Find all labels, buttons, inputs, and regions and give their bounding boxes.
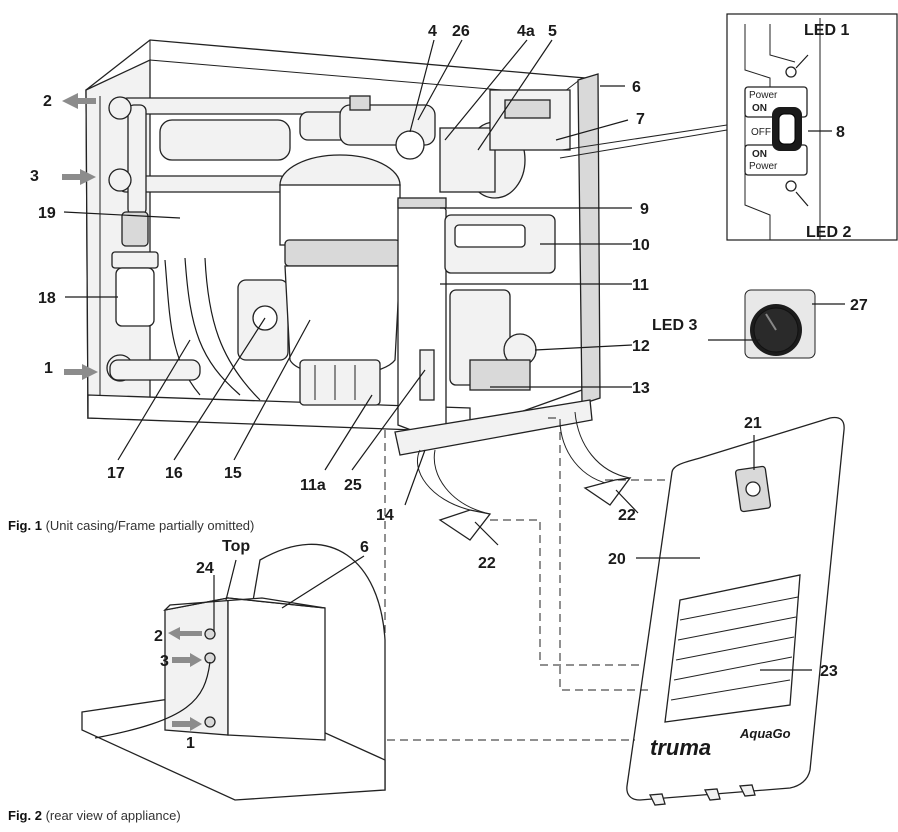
- dashed-guide-lines: [384, 417, 665, 741]
- fig2-caption-text: (rear view of appliance): [42, 808, 181, 823]
- label-6-fig2: 6: [360, 539, 369, 556]
- label-2: 2: [43, 93, 52, 110]
- front-cover-branding: truma AquaGo: [650, 726, 791, 760]
- label-12: 12: [632, 338, 650, 355]
- label-15: 15: [224, 465, 242, 482]
- rear-view-appliance: [81, 543, 386, 801]
- label-24: 24: [196, 560, 214, 577]
- off-label: OFF: [751, 127, 771, 138]
- label-17: 17: [107, 465, 125, 482]
- label-22-left: 22: [478, 555, 496, 572]
- captions: Fig. 1 (Unit casing/Frame partially omit…: [8, 518, 254, 823]
- appliance-exploded-view: [85, 39, 632, 541]
- label-led1: LED 1: [804, 22, 849, 39]
- label-5: 5: [548, 23, 557, 40]
- connection-arrows-fig2: [168, 627, 202, 731]
- fig2-caption-label: Fig. 2: [8, 808, 42, 823]
- label-11: 11: [632, 277, 649, 294]
- label-4a: 4a: [517, 23, 535, 40]
- label-8: 8: [836, 124, 845, 141]
- truma-logo: truma: [650, 735, 711, 760]
- label-10: 10: [632, 237, 650, 254]
- label-led3: LED 3: [652, 317, 697, 334]
- part-labels: 2 3 19 18 1 17 16 15 11a 25 14 4 26 4a 5…: [30, 22, 868, 752]
- on-label-top: ON: [752, 103, 767, 114]
- fig1-caption-text: (Unit casing/Frame partially omitted): [42, 518, 254, 533]
- label-2-fig2: 2: [154, 628, 163, 645]
- label-26: 26: [452, 23, 470, 40]
- label-14: 14: [376, 507, 394, 524]
- front-cover: [626, 416, 845, 806]
- label-top: Top: [222, 538, 250, 555]
- fig2-caption: Fig. 2 (rear view of appliance): [8, 808, 181, 823]
- label-4: 4: [428, 23, 437, 40]
- leader-lines: [63, 39, 845, 671]
- label-1: 1: [44, 360, 53, 377]
- led-control-panel-detail: [559, 13, 898, 241]
- label-27: 27: [850, 297, 868, 314]
- power-label-bottom: Power: [749, 161, 778, 172]
- control-knob: [744, 289, 816, 359]
- connection-arrows-fig1: [62, 93, 98, 380]
- label-25: 25: [344, 477, 362, 494]
- label-3-fig2: 3: [160, 653, 169, 670]
- label-21: 21: [744, 415, 762, 432]
- label-19: 19: [38, 205, 56, 222]
- label-16: 16: [165, 465, 183, 482]
- label-20: 20: [608, 551, 626, 568]
- label-led2: LED 2: [806, 224, 851, 241]
- label-13: 13: [632, 380, 650, 397]
- label-6: 6: [632, 79, 641, 96]
- led-panel-texts: Power ON OFF ON Power: [749, 90, 778, 172]
- on-label-bottom: ON: [752, 149, 767, 160]
- label-18: 18: [38, 290, 56, 307]
- label-3: 3: [30, 168, 39, 185]
- label-22-right: 22: [618, 507, 636, 524]
- label-11a: 11a: [300, 477, 326, 494]
- aquago-product-name: AquaGo: [739, 726, 791, 741]
- label-9: 9: [640, 201, 649, 218]
- label-7: 7: [636, 111, 645, 128]
- label-1-fig2: 1: [186, 735, 195, 752]
- fig1-caption: Fig. 1 (Unit casing/Frame partially omit…: [8, 518, 254, 533]
- label-23: 23: [820, 663, 838, 680]
- fig1-caption-label: Fig. 1: [8, 518, 42, 533]
- power-label-top: Power: [749, 90, 778, 101]
